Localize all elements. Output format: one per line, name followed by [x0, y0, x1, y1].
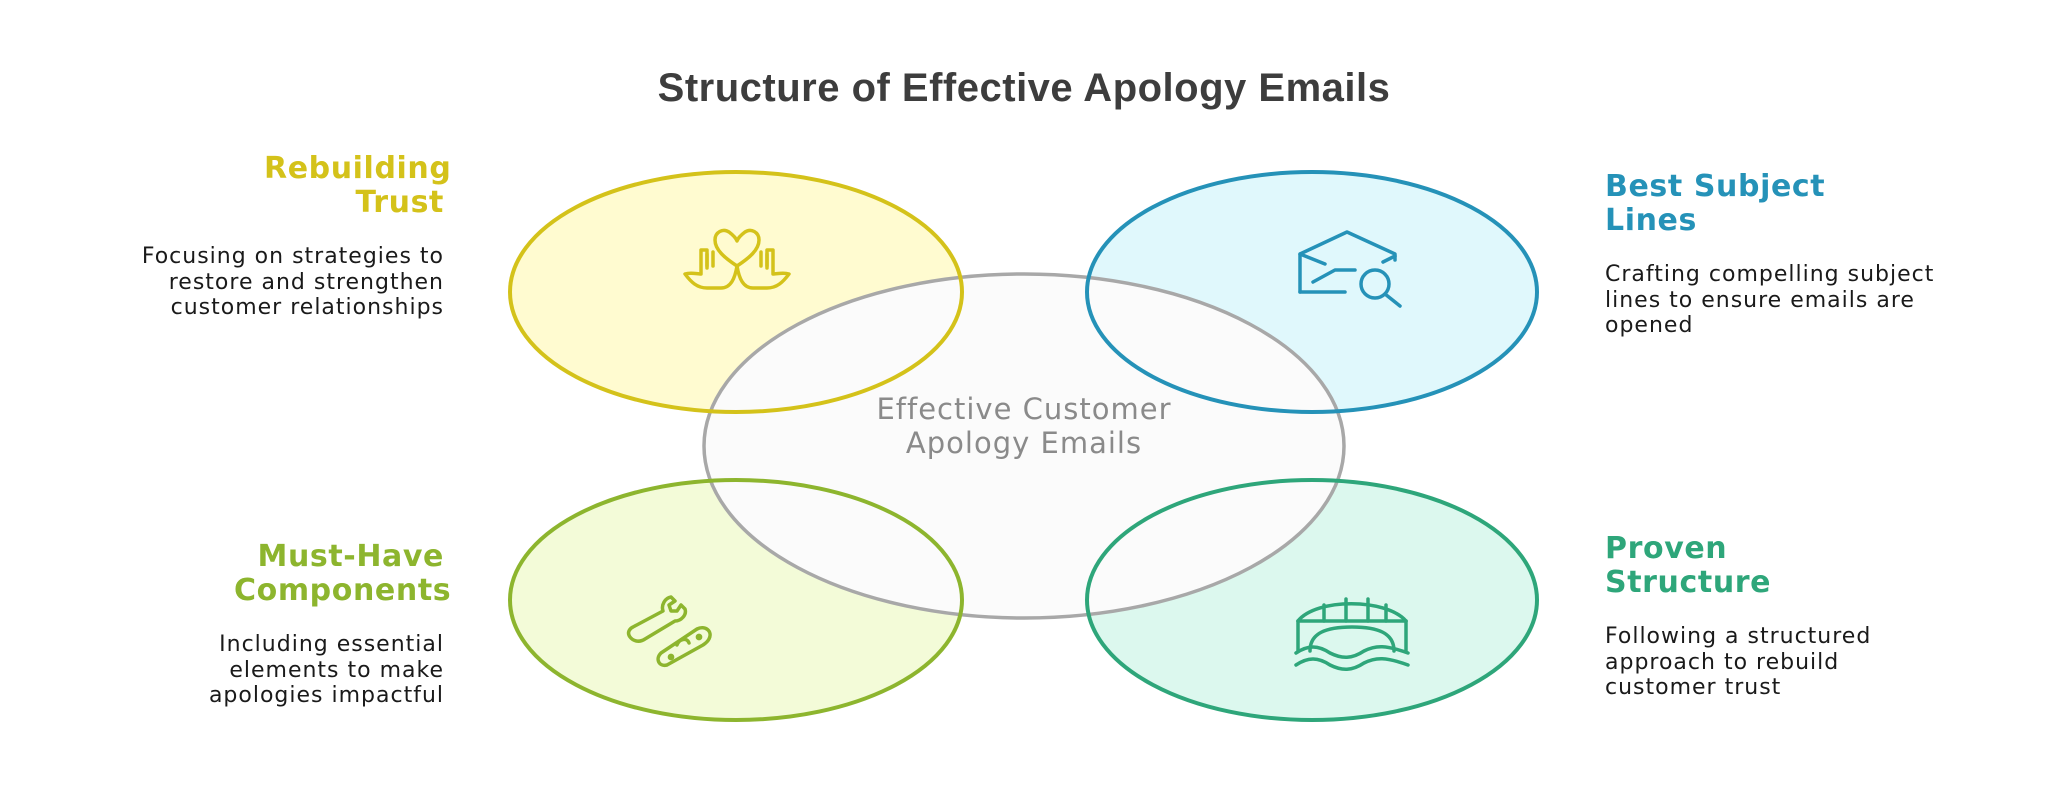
circle-center-fill	[704, 274, 1344, 618]
section-must-have-components: Must-Have Components Including essential…	[44, 539, 452, 709]
section-heading: Best Subject Lines	[1605, 169, 1826, 238]
section-best-subject-lines: Best Subject Lines Crafting compelling s…	[1605, 170, 2005, 339]
heart-hands-icon	[683, 228, 791, 290]
section-heading: Proven Structure	[1605, 531, 1772, 600]
section-description: Crafting compelling subject lines to ens…	[1605, 262, 1935, 338]
circle-center-outline	[702, 272, 1346, 620]
diagram-title: Structure of Effective Apology Emails	[657, 66, 1391, 110]
envelope-search-icon	[1298, 230, 1402, 308]
bridge-icon	[1294, 597, 1410, 671]
center-concept-label: Effective Customer Apology Emails	[876, 392, 1172, 460]
section-description: Including essential elements to make apo…	[208, 632, 444, 708]
section-heading: Must-Have Components	[234, 539, 452, 608]
section-rebuilding-trust: Rebuilding Trust Focusing on strategies …	[44, 151, 452, 321]
section-heading: Rebuilding Trust	[264, 151, 452, 220]
section-description: Following a structured approach to rebui…	[1605, 624, 1872, 700]
wrench-tools-icon	[626, 595, 712, 668]
section-description: Focusing on strategies to restore and st…	[141, 244, 444, 320]
section-proven-structure: Proven Structure Following a structured …	[1605, 532, 2005, 701]
